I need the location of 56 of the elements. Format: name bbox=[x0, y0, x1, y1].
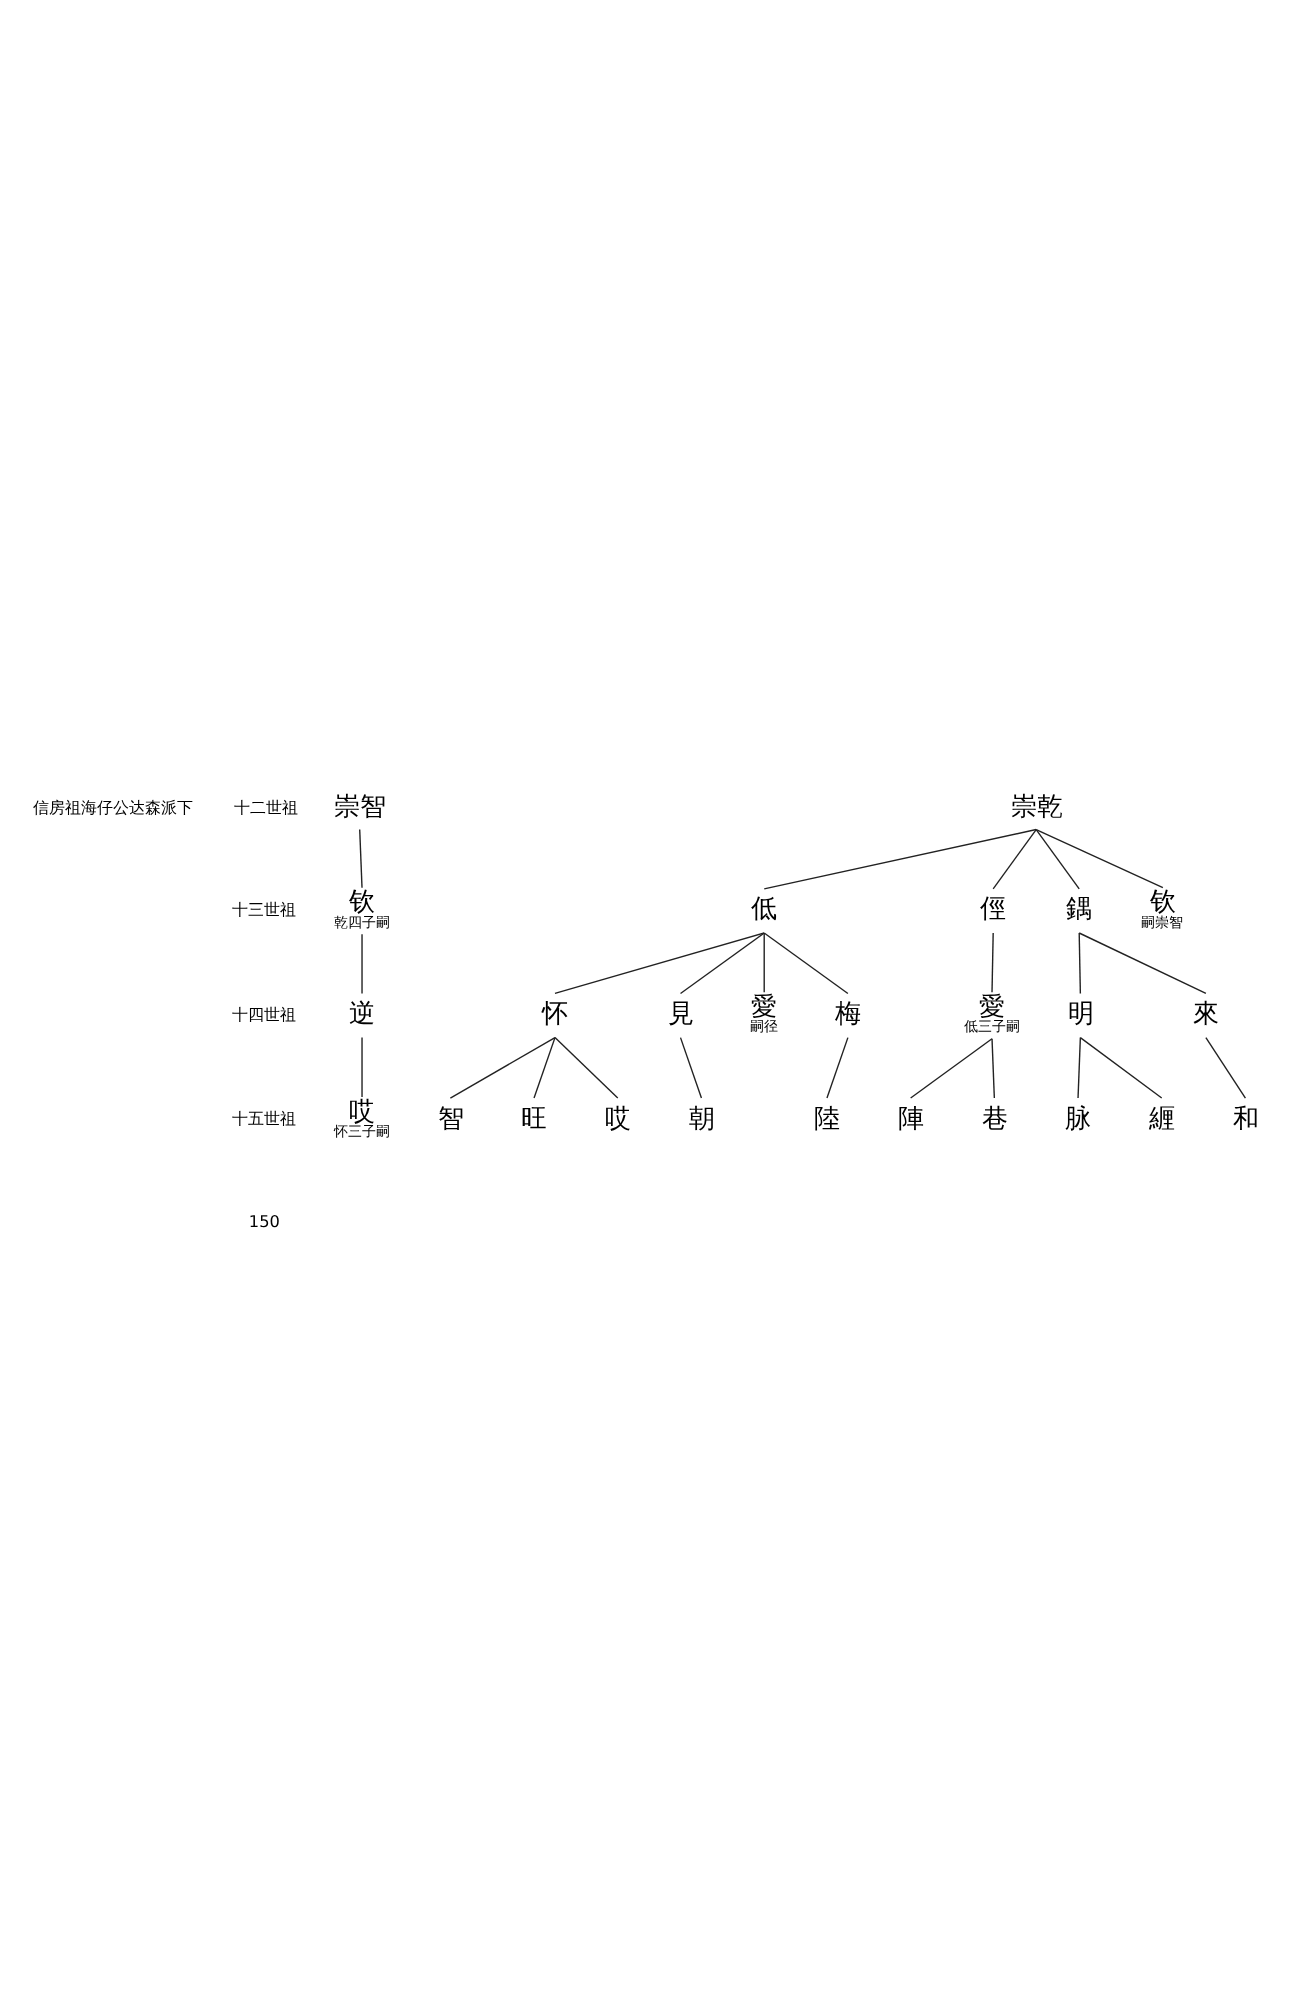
node-text: 崇智 bbox=[334, 792, 387, 823]
node-text: 朝 bbox=[688, 1103, 715, 1134]
node-text: 陸 bbox=[814, 1103, 841, 1134]
connector bbox=[991, 931, 994, 992]
connector bbox=[1205, 1035, 1247, 1098]
node-text: 钦 bbox=[1150, 887, 1177, 918]
node-text: 巷 bbox=[981, 1103, 1008, 1134]
node-text: 鍝 bbox=[1066, 894, 1093, 925]
node-text: 緾 bbox=[1148, 1103, 1175, 1134]
connector bbox=[1079, 1035, 1163, 1098]
label: 十五世祖 bbox=[232, 1107, 297, 1128]
label: 150 bbox=[248, 1209, 280, 1230]
label: 信房祖海仔公达森派下 bbox=[33, 795, 194, 816]
label: 十三世祖 bbox=[232, 898, 297, 919]
node-text: 旺 bbox=[521, 1103, 548, 1134]
node-text: 逆 bbox=[349, 999, 376, 1030]
connector bbox=[909, 1037, 993, 1098]
node-text: 陣 bbox=[897, 1103, 924, 1134]
node-text: 愛 bbox=[751, 992, 778, 1023]
connector bbox=[991, 1037, 996, 1098]
node-text: 智 bbox=[437, 1103, 464, 1134]
node-text: 愛 bbox=[979, 992, 1006, 1023]
label: 十二世祖 bbox=[233, 795, 298, 816]
node-text: 脉 bbox=[1065, 1103, 1092, 1134]
connector bbox=[679, 1035, 703, 1098]
connector bbox=[359, 827, 363, 888]
node-text: 俓 bbox=[980, 894, 1007, 925]
connector bbox=[554, 1035, 619, 1098]
node-text: 崇乾 bbox=[1010, 792, 1063, 823]
label: 十四世祖 bbox=[232, 1002, 297, 1023]
connector bbox=[763, 931, 765, 992]
connector bbox=[1077, 1035, 1082, 1098]
node-text: 梅 bbox=[835, 999, 862, 1030]
node-text: 哎 bbox=[349, 1096, 376, 1127]
node-text: 哎 bbox=[604, 1103, 631, 1134]
connector bbox=[1035, 827, 1164, 888]
connector bbox=[679, 931, 765, 994]
connector bbox=[763, 931, 849, 994]
node-text: 怀 bbox=[542, 999, 569, 1030]
connector bbox=[361, 932, 363, 994]
node-text: 明 bbox=[1067, 999, 1094, 1030]
connector bbox=[554, 931, 765, 994]
connector bbox=[992, 827, 1037, 889]
node-text: 低 bbox=[751, 894, 778, 925]
node-text: 钦 bbox=[349, 887, 376, 918]
node-text: 和 bbox=[1232, 1103, 1259, 1134]
node-text: 來 bbox=[1193, 999, 1220, 1030]
connector bbox=[763, 827, 1037, 889]
connector bbox=[361, 1035, 363, 1097]
connector bbox=[1078, 931, 1207, 994]
connector bbox=[1078, 931, 1082, 994]
connector bbox=[449, 1035, 556, 1098]
node-text: 見 bbox=[667, 999, 694, 1030]
connector bbox=[826, 1035, 849, 1098]
connector bbox=[533, 1035, 556, 1098]
connector bbox=[1035, 827, 1080, 889]
